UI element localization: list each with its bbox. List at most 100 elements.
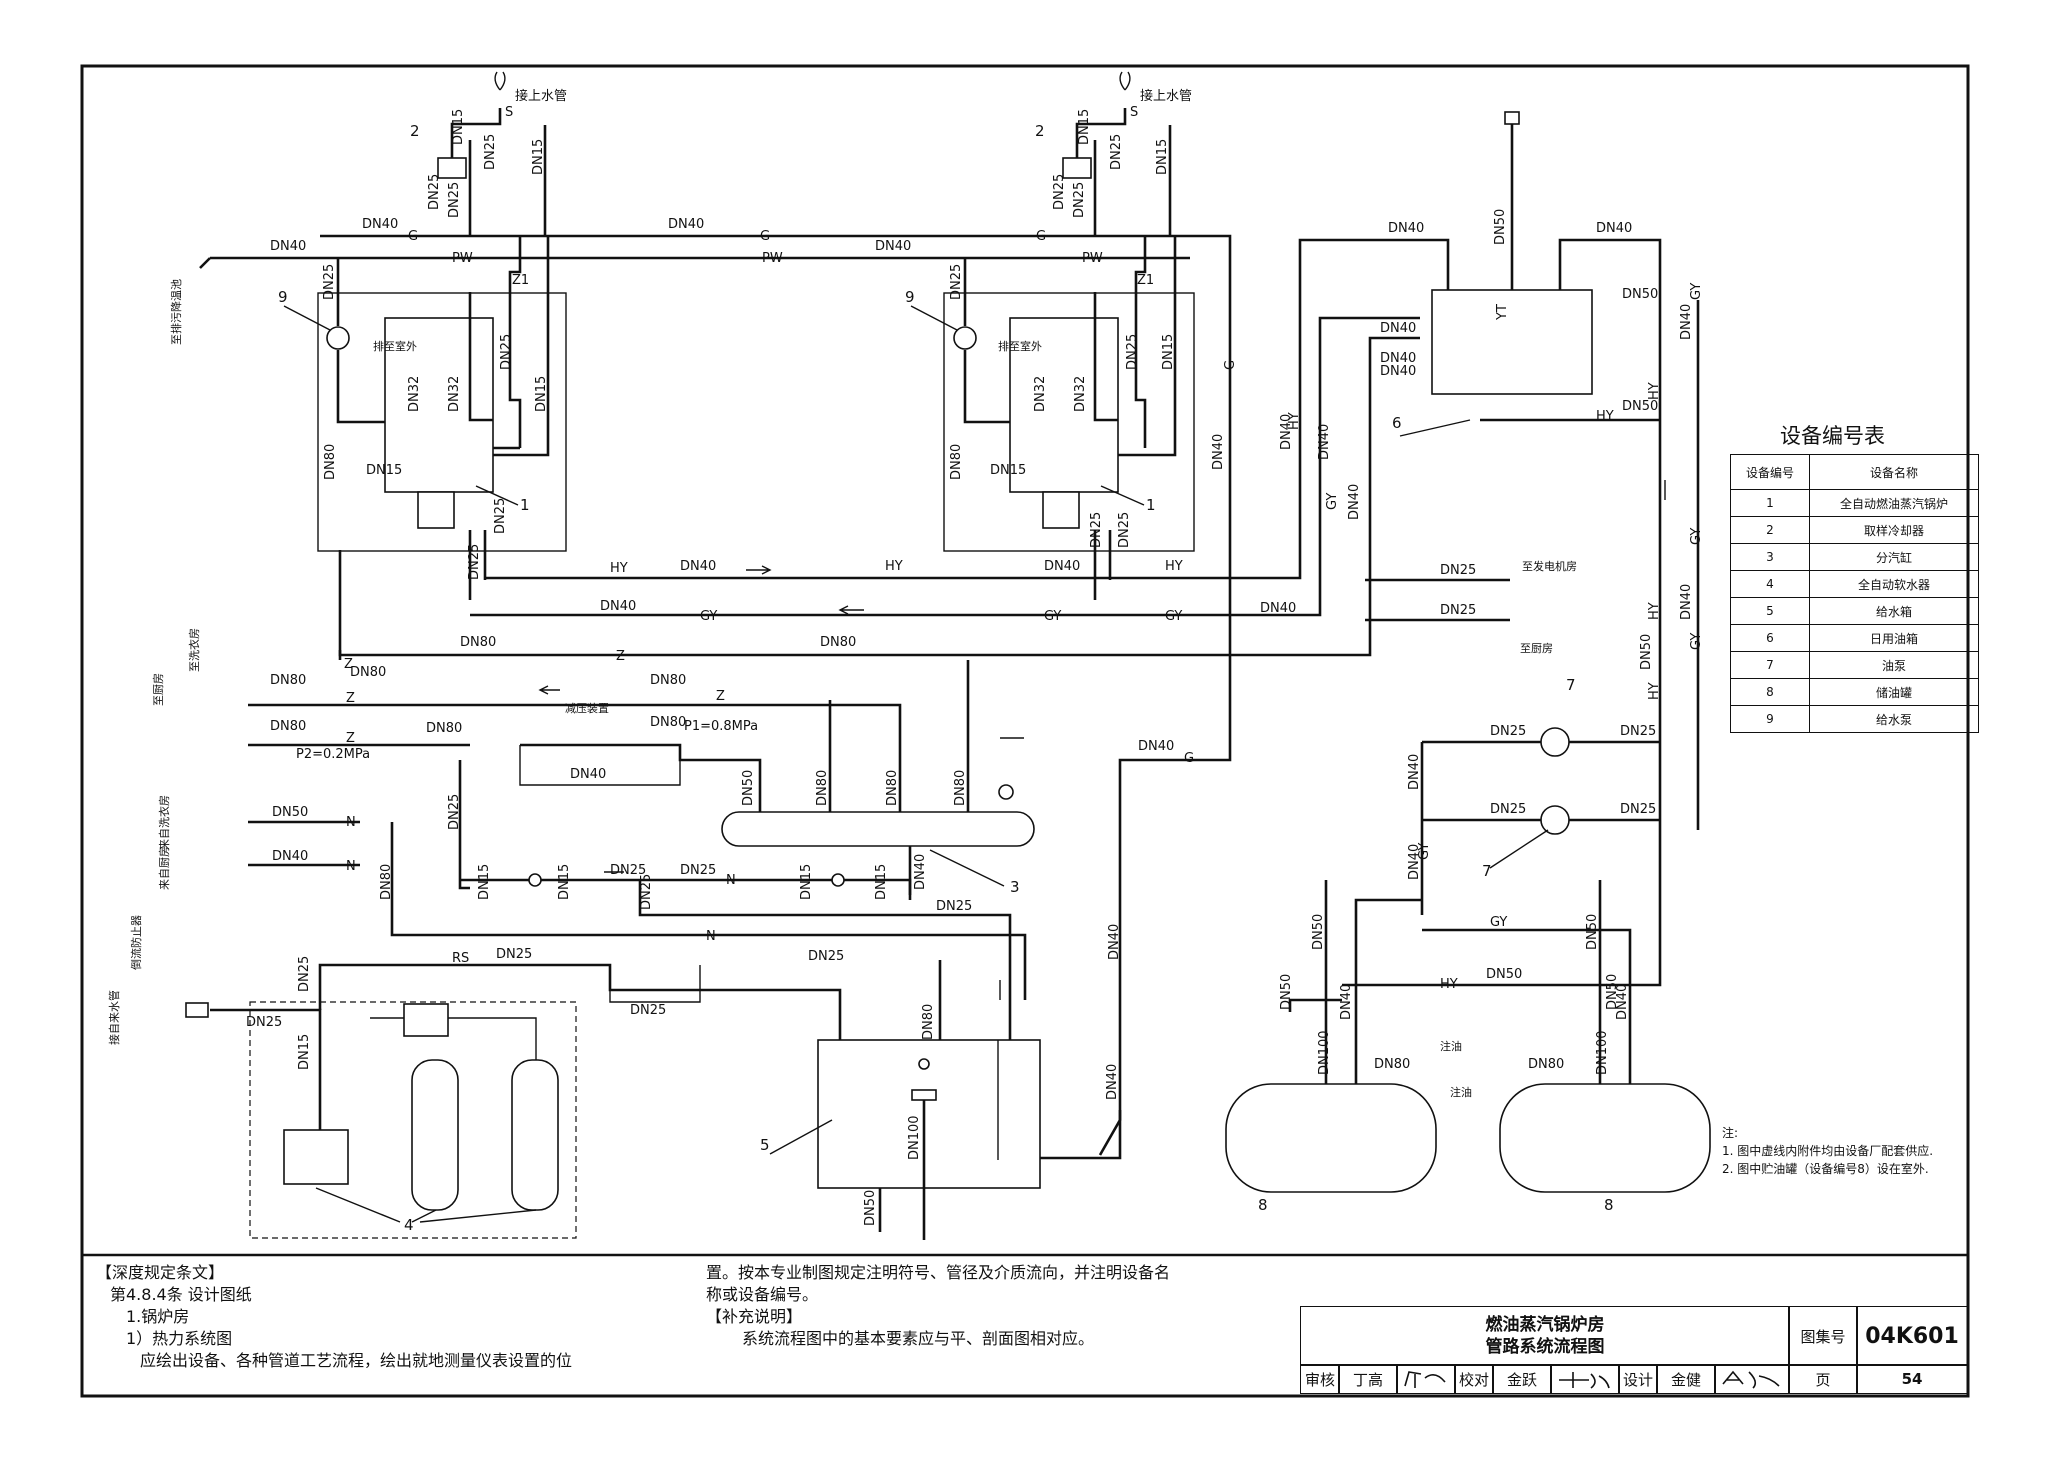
svg-text:DN80: DN80 [820, 635, 856, 650]
svg-text:HY: HY [1287, 412, 1302, 430]
drawing-title-line1: 燃油蒸汽锅炉房 [1485, 1315, 1605, 1335]
equipment-name: 全自动燃油蒸汽锅炉 [1809, 489, 1979, 517]
svg-text:DN25: DN25 [427, 174, 442, 210]
svg-text:Z: Z [616, 649, 625, 664]
feed-tank-group: DN80 DN100 DN50 DN40 DN40 DN40 G 5 [760, 739, 1194, 1240]
softener-controller [403, 1003, 449, 1037]
steam-header-group: DN50 DN80 DN80 DN80 3 DN40 [721, 770, 1035, 900]
svg-text:Z: Z [344, 657, 353, 672]
atlas-number: 04K601 [1856, 1306, 1968, 1366]
svg-text:DN25: DN25 [499, 334, 514, 370]
design-signature [1714, 1364, 1790, 1394]
label-to-kitchen: 至厨房 [152, 673, 165, 706]
svg-text:S: S [1130, 105, 1138, 120]
equipment-no: 5 [1730, 597, 1810, 625]
equipment-name: 分汽缸 [1809, 543, 1979, 571]
svg-text:2: 2 [410, 122, 420, 140]
label-water-supply-1: 接上水管 [515, 88, 567, 104]
svg-text:G: G [408, 229, 418, 244]
svg-text:DN50: DN50 [1605, 974, 1620, 1010]
svg-text:G: G [1184, 751, 1194, 766]
check-name: 金跃 [1492, 1364, 1552, 1394]
design-name: 金健 [1656, 1364, 1716, 1394]
softener-tank-right [511, 1059, 559, 1211]
svg-text:G: G [1223, 360, 1238, 370]
equipment-no: 3 [1730, 543, 1810, 571]
boiler-2-group: 9 1 DN25 DN32 DN32 DN25 DN15 DN80 DN15 D… [905, 236, 1195, 600]
supp-text: 系统流程图中的基本要素应与平、剖面图相对应。 [742, 1329, 1095, 1348]
title-block: 燃油蒸汽锅炉房 管路系统流程图 图集号 04K601 审核 丁高 校对 金跃 设… [1300, 1306, 1968, 1394]
svg-text:1: 1 [520, 496, 530, 514]
oil-pump-lower [1540, 805, 1570, 835]
boiler-1-group: 9 1 DN25 DN32 DN32 DN25 DN15 DN80 DN15 D… [278, 236, 567, 600]
svg-text:DN25: DN25 [1440, 563, 1476, 578]
svg-text:7: 7 [1482, 862, 1492, 880]
label-from-city-water: 接自来水管 [107, 990, 121, 1045]
svg-text:DN50: DN50 [272, 805, 308, 820]
svg-text:N: N [346, 815, 356, 830]
title-cell: 燃油蒸汽锅炉房 管路系统流程图 [1300, 1306, 1790, 1366]
svg-text:DN50: DN50 [1639, 634, 1654, 670]
svg-text:6: 6 [1392, 414, 1402, 432]
svg-text:Z: Z [716, 689, 725, 704]
label-to-generator-room: 至发电机房 [1522, 559, 1577, 573]
svg-text:DN32: DN32 [1073, 376, 1088, 412]
svg-text:GY: GY [1165, 609, 1182, 624]
svg-text:DN80: DN80 [460, 635, 496, 650]
label-fill-oil-right: 注油 [1450, 1085, 1472, 1099]
label-pressure-reducing: 减压装置 [565, 702, 609, 715]
label-backflow-preventer: 倒流防止器 [129, 915, 143, 970]
oil-branches: DN25 DN25 至发电机房 至厨房 [1365, 559, 1577, 655]
day-oil-tank [1431, 289, 1593, 395]
equipment-name: 储油罐 [1809, 678, 1979, 706]
svg-text:1: 1 [1146, 496, 1156, 514]
svg-text:N: N [706, 929, 716, 944]
svg-text:DN25: DN25 [447, 794, 462, 830]
svg-text:DN25: DN25 [680, 863, 716, 878]
svg-text:GY: GY [1490, 915, 1507, 930]
svg-text:HY: HY [1165, 559, 1183, 574]
svg-text:N: N [346, 859, 356, 874]
svg-text:DN15: DN15 [1077, 109, 1092, 145]
svg-text:DN25: DN25 [1620, 802, 1656, 817]
svg-text:DN25: DN25 [1490, 802, 1526, 817]
svg-text:DN80: DN80 [323, 444, 338, 480]
svg-text:GY: GY [1689, 283, 1704, 300]
label-from-laundry: 来自洗衣房 [157, 795, 171, 850]
spec-item2: 1）热力系统图 [126, 1329, 233, 1348]
label-to-outdoor-2: 排至室外 [998, 339, 1042, 353]
svg-text:DN50: DN50 [1486, 967, 1522, 982]
svg-text:DN25: DN25 [949, 264, 964, 300]
svg-text:DN15: DN15 [451, 109, 466, 145]
svg-text:YT: YT [1495, 304, 1510, 321]
drawing-title-line2: 管路系统流程图 [1485, 1337, 1605, 1357]
svg-text:DN80: DN80 [921, 1004, 936, 1040]
svg-text:DN25: DN25 [447, 182, 462, 218]
svg-text:DN80: DN80 [815, 770, 830, 806]
svg-text:2: 2 [1035, 122, 1045, 140]
svg-text:DN25: DN25 [1072, 182, 1087, 218]
spec-text-left: 【深度规定条文】 第4.8.4条 设计图纸 1.锅炉房 1）热力系统图 应绘出设… [96, 1262, 572, 1372]
oil-pumps: DN25 DN25 DN25 DN25 7 7 DN40 DN40 GY [1407, 676, 1660, 915]
svg-text:3: 3 [1010, 878, 1020, 896]
sample-cooler-left: 2 DN15 DN25 DN25 DN25 DN15 S 接上水管 [410, 71, 567, 236]
svg-text:DN15: DN15 [1161, 334, 1176, 370]
svg-text:DN80: DN80 [650, 673, 686, 688]
condensate-lines: DN50 DN40 N N DN25 DN25 N N DN25 DN80 DN… [157, 795, 1027, 1040]
supp-heading: 【补充说明】 [706, 1307, 803, 1326]
svg-text:DN40: DN40 [270, 239, 306, 254]
svg-text:RS: RS [452, 951, 469, 966]
spec-line2: 置。按本专业制图规定注明符号、管径及介质流向，并注明设备名 [706, 1263, 1171, 1282]
svg-text:DN80: DN80 [953, 770, 968, 806]
svg-text:DN15: DN15 [477, 864, 492, 900]
label-to-laundry: 至洗衣房 [187, 628, 201, 672]
svg-text:HY: HY [1647, 602, 1662, 620]
svg-text:DN25: DN25 [630, 1003, 666, 1018]
svg-text:DN40: DN40 [1279, 414, 1294, 450]
svg-text:DN25: DN25 [1089, 512, 1104, 548]
